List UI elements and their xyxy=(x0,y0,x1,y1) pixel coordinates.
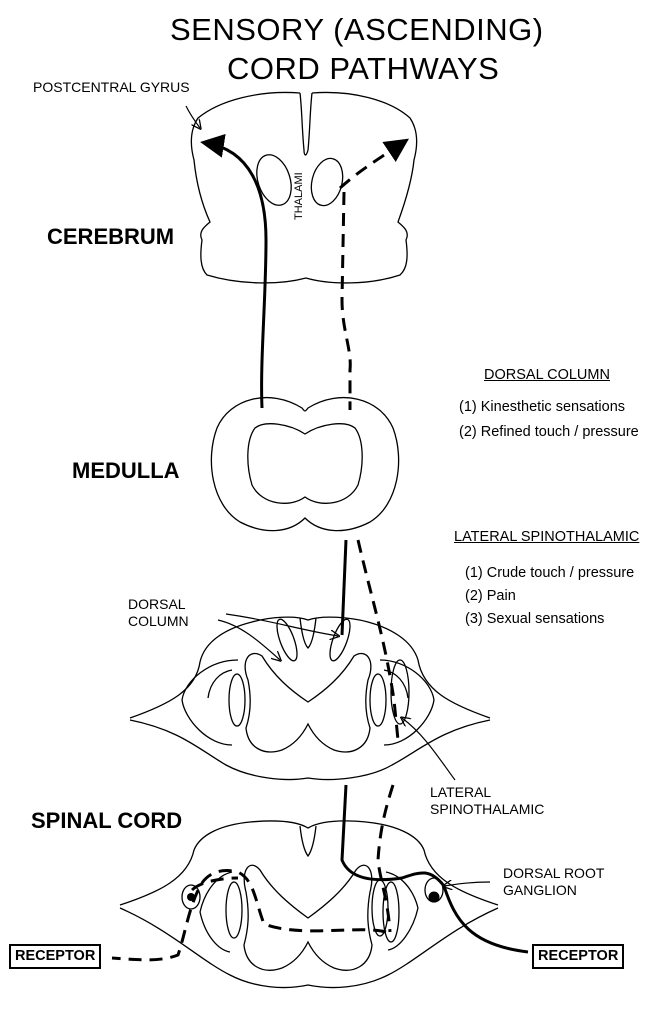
medulla-label: MEDULLA xyxy=(72,460,180,482)
dorsal-column-pointer-1 xyxy=(218,620,280,660)
dorsal-column-pathway xyxy=(206,143,528,952)
receptor-right-box: RECEPTOR xyxy=(532,944,624,969)
postcentral-pointer xyxy=(186,106,200,128)
cerebrum-label: CEREBRUM xyxy=(47,226,174,248)
lateral-spinothalamic-label-2: SPINOTHALAMIC xyxy=(430,802,544,816)
title-line-1: SENSORY (ASCENDING) xyxy=(170,14,544,45)
receptor-left-box: RECEPTOR xyxy=(9,944,101,969)
legend-lateral-spinothalamic-item-3: (3) Sexual sensations xyxy=(465,612,604,627)
dorsal-root-ganglion-label-2: GANGLION xyxy=(503,883,577,897)
upper-cord-segment xyxy=(130,617,490,780)
dorsal-root-ganglion-label-1: DORSAL ROOT xyxy=(503,866,604,880)
dorsal-root-ganglion-left xyxy=(187,893,195,901)
dorsal-column-label-1: DORSAL xyxy=(128,597,186,611)
thalami-label: THALAMI xyxy=(294,172,305,220)
legend-lateral-spinothalamic-heading: LATERAL SPINOTHALAMIC xyxy=(454,530,639,545)
postcentral-gyrus-label: POSTCENTRAL GYRUS xyxy=(33,80,190,94)
legend-lateral-spinothalamic-item-2: (2) Pain xyxy=(465,589,516,604)
spinal-cord-label: SPINAL CORD xyxy=(31,810,182,832)
lateral-spinothalamic-pathway xyxy=(112,142,404,960)
lower-cord-segment xyxy=(120,821,498,988)
legend-dorsal-column-item-2: (2) Refined touch / pressure xyxy=(459,425,639,440)
dorsal-column-label-2: COLUMN xyxy=(128,614,189,628)
medulla-outline xyxy=(211,398,398,531)
ganglion-pointer xyxy=(444,882,490,886)
lateral-spinothalamic-pointer xyxy=(402,718,455,780)
legend-lateral-spinothalamic-item-1: (1) Crude touch / pressure xyxy=(465,566,634,581)
lateral-spinothalamic-label-1: LATERAL xyxy=(430,785,491,799)
title-line-2: CORD PATHWAYS xyxy=(227,53,499,84)
legend-dorsal-column-item-1: (1) Kinesthetic sensations xyxy=(459,400,625,415)
legend-dorsal-column-heading: DORSAL COLUMN xyxy=(484,368,610,383)
